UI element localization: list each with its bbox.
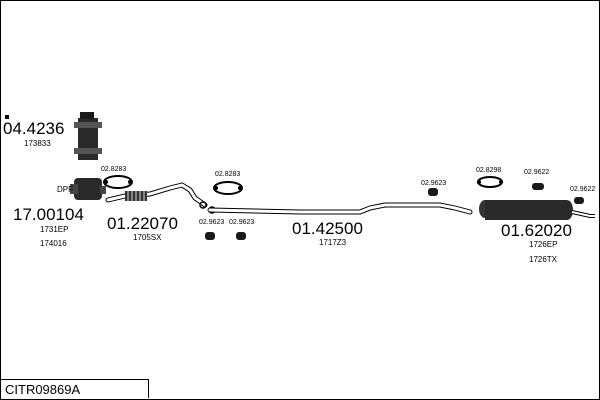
dpf-tag: DPF [57, 185, 73, 194]
front-pipe-number: 01.22070 [107, 214, 178, 233]
rear-silencer-ref-1: 1726EP [529, 240, 558, 249]
hanger-a-label: 02.9623 [199, 219, 225, 226]
hanger-c-label: 02.9623 [421, 180, 447, 187]
rear-silencer-part [479, 200, 595, 220]
middle-pipe-part [207, 202, 473, 215]
hanger-e-label: 02.9622 [570, 186, 596, 193]
middle-pipe-ref: 1717Z3 [319, 238, 347, 247]
hanger-a-part [205, 232, 215, 240]
catalyst-part [74, 112, 102, 160]
hanger-b-label: 02.9623 [229, 219, 255, 226]
clamp-b-part [213, 181, 243, 195]
clamp-a-label: 02.8283 [101, 166, 127, 173]
dpf-number: 17.00104 [13, 205, 84, 224]
middle-pipe-number: 01.42500 [292, 219, 363, 238]
front-pipe-ref: 1705SX [133, 233, 162, 242]
diagram-code-box: CITR09869A [1, 379, 149, 398]
clamp-b-label: 02.8283 [215, 171, 241, 178]
hanger-c-part [428, 188, 438, 196]
catalyst-number: 04.4236 [3, 119, 65, 138]
flange-marker [199, 201, 207, 209]
marker-square [5, 115, 9, 119]
rear-silencer-number: 01.62020 [501, 221, 572, 240]
front-pipe-part [105, 182, 208, 208]
hanger-b-part [236, 232, 246, 240]
clamp-c-part [477, 176, 503, 188]
dpf-ref-2: 174016 [40, 239, 67, 248]
clamp-c-label: 02.8298 [476, 167, 502, 174]
catalyst-ref: 173833 [24, 139, 51, 148]
hanger-d-label: 02.9622 [524, 169, 550, 176]
rear-silencer-ref-2: 1726TX [529, 255, 558, 264]
hanger-e-part [574, 197, 584, 204]
hanger-d-part [532, 183, 544, 190]
dpf-ref-1: 1731EP [40, 225, 69, 234]
dpf-part [70, 178, 106, 200]
clamp-a-part [103, 175, 133, 189]
